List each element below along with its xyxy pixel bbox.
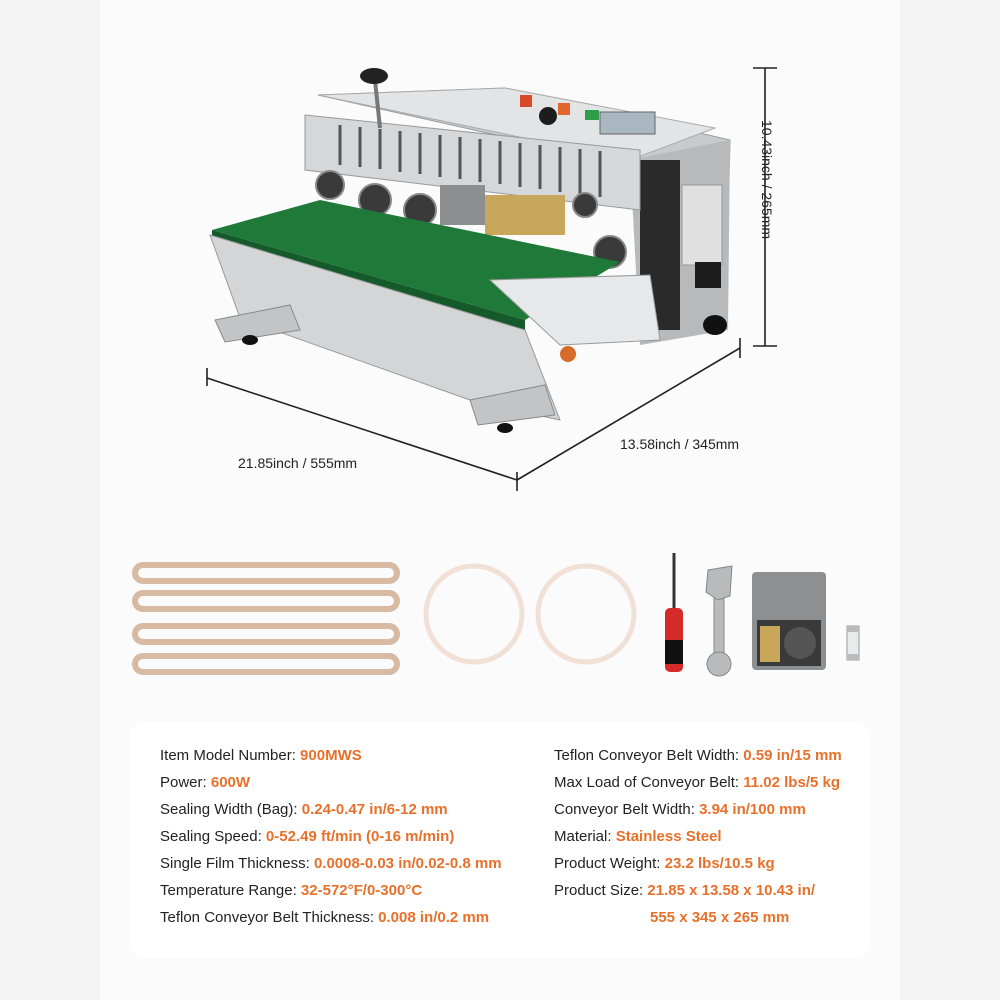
spec-row: Teflon Conveyor Belt Width: 0.59 in/15 m… bbox=[554, 747, 842, 764]
band-sealer-machine bbox=[209, 68, 731, 433]
character-type-box-icon bbox=[752, 572, 826, 670]
spec-row: Sealing Speed: 0-52.49 ft/min (0-16 m/mi… bbox=[160, 828, 455, 845]
width-dimension-label: 21.85inch / 555mm bbox=[238, 455, 358, 471]
depth-dimension-label: 13.58inch / 345mm bbox=[620, 436, 740, 452]
power-switch-icon bbox=[520, 95, 532, 107]
spec-row: Temperature Range: 32-572°F/0-300°C bbox=[160, 882, 423, 899]
spec-row: Product Weight: 23.2 lbs/10.5 kg bbox=[554, 855, 775, 872]
spec-row: Single Film Thickness: 0.0008-0.03 in/0.… bbox=[160, 855, 502, 872]
specs-left-column: Item Model Number: 900MWS Power: 600W Se… bbox=[160, 742, 502, 931]
temperature-knob-icon bbox=[539, 107, 557, 125]
spec-row: Item Model Number: 900MWS bbox=[160, 747, 362, 764]
fuse-icon bbox=[846, 625, 860, 661]
spec-row: Product Size: 21.85 x 13.58 x 10.43 in/ bbox=[554, 882, 816, 899]
spec-row: Power: 600W bbox=[160, 774, 251, 791]
spec-row: Conveyor Belt Width: 3.94 in/100 mm bbox=[554, 801, 806, 818]
spec-row: Max Load of Conveyor Belt: 11.02 lbs/5 k… bbox=[554, 774, 840, 791]
screwdriver-icon bbox=[665, 553, 683, 672]
dimension-lines bbox=[206, 67, 777, 491]
conveyor-belt-ring-icon bbox=[423, 563, 637, 665]
spanner-wrench-icon bbox=[705, 565, 733, 677]
spec-row: Teflon Conveyor Belt Thickness: 0.008 in… bbox=[160, 909, 490, 926]
specifications-card: Item Model Number: 900MWS Power: 600W Se… bbox=[130, 722, 870, 958]
specs-right-column: Teflon Conveyor Belt Width: 0.59 in/15 m… bbox=[554, 742, 842, 931]
spec-row-continued: 555 x 345 x 265 mm bbox=[650, 909, 790, 926]
spec-row: Sealing Width (Bag): 0.24-0.47 in/6-12 m… bbox=[160, 801, 448, 818]
height-dimension-label: 10.43inch / 265mm bbox=[759, 120, 775, 240]
product-illustration bbox=[132, 67, 860, 677]
heating-tape-icon bbox=[132, 562, 400, 675]
spec-row: Material: Stainless Steel bbox=[554, 828, 722, 845]
